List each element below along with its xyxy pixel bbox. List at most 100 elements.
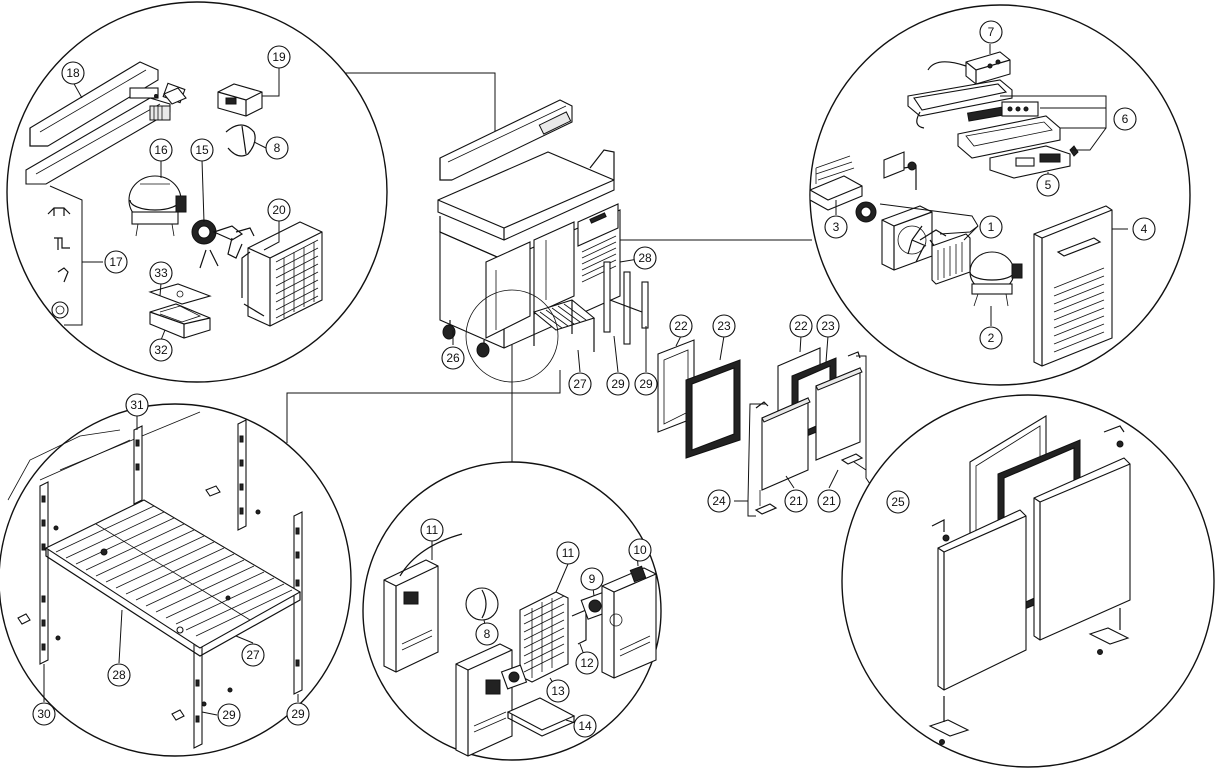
callout-label: 1: [988, 220, 995, 234]
callout-32: 32: [149, 338, 173, 362]
callout-23: 23: [712, 314, 736, 338]
callout-label: 6: [1122, 112, 1129, 126]
callout-28: 28: [633, 246, 657, 270]
detail-circle-shelf: [0, 403, 352, 757]
callout-26: 26: [441, 346, 465, 370]
callout-29: 29: [217, 703, 241, 727]
callout-label: 26: [446, 351, 460, 365]
compressor-part-right: [969, 251, 1023, 307]
callout-label: 13: [551, 684, 565, 698]
callout-19: 19: [267, 45, 291, 69]
callout-11: 11: [420, 518, 444, 542]
callout-label: 10: [633, 543, 647, 557]
controller-board-part: [927, 51, 1011, 85]
callout-9: 9: [580, 567, 604, 591]
callout-10: 10: [628, 538, 652, 562]
side-panel-part: [1033, 205, 1113, 367]
bracket-parts: [47, 207, 71, 319]
display-panel-part: [907, 79, 1079, 179]
callout-label: 25: [891, 495, 905, 509]
callout-label: 18: [66, 66, 80, 80]
callout-1: 1: [979, 215, 1003, 239]
callout-label: 15: [195, 143, 209, 157]
drip-tray-part: [148, 283, 212, 339]
callout-label: 29: [291, 707, 305, 721]
callout-22: 22: [669, 314, 693, 338]
callout-label: 9: [589, 572, 596, 586]
callout-label: 3: [833, 220, 840, 234]
callout-29: 29: [606, 372, 630, 396]
callout-label: 12: [580, 656, 594, 670]
caster-wheels: [442, 320, 490, 358]
callout-label: 22: [794, 319, 808, 333]
shelf-rails-small: [603, 261, 649, 345]
callout-label: 27: [573, 377, 587, 391]
front-panel-part: [455, 643, 576, 757]
callout-label: 29: [222, 708, 236, 722]
callout-12: 12: [575, 651, 599, 675]
evaporator-part: [855, 201, 971, 285]
callout-23: 23: [816, 314, 840, 338]
callout-label: 33: [154, 266, 168, 280]
callout-30: 30: [32, 702, 56, 726]
label-plate-part: [154, 87, 187, 105]
callout-label: 31: [130, 398, 144, 412]
callout-label: 20: [272, 203, 286, 217]
callout-label: 8: [274, 141, 281, 155]
callout-label: 21: [822, 494, 836, 508]
callout-label: 30: [37, 707, 51, 721]
callout-31: 31: [125, 393, 149, 417]
callout-20: 20: [267, 198, 291, 222]
callout-18: 18: [61, 61, 85, 85]
callout-14: 14: [573, 714, 597, 738]
callout-label: 29: [611, 377, 625, 391]
callout-27: 27: [568, 372, 592, 396]
housing-left-part: [383, 533, 463, 673]
detail-circle-fan-assembly: [362, 461, 662, 761]
callout-4: 4: [1132, 217, 1156, 241]
condenser-part: [241, 221, 323, 327]
callout-25: 25: [886, 490, 910, 514]
door-gasket-single: [657, 339, 741, 459]
callout-17: 17: [104, 250, 128, 274]
callout-33: 33: [149, 261, 173, 285]
callout-label: 23: [717, 319, 731, 333]
callout-label: 19: [272, 50, 286, 64]
callout-label: 22: [674, 319, 688, 333]
callout-2: 2: [979, 326, 1003, 350]
callout-3: 3: [824, 215, 848, 239]
callout-label: 7: [988, 25, 995, 39]
compressor-part: [128, 175, 187, 237]
callout-label: 4: [1141, 222, 1148, 236]
detail-circle-evaporator: [809, 4, 1191, 386]
callout-label: 2: [988, 331, 995, 345]
callout-21: 21: [784, 489, 808, 513]
callout-22: 22: [789, 314, 813, 338]
callout-16: 16: [149, 138, 173, 162]
shelf-clips: [17, 485, 261, 721]
callout-21: 21: [817, 489, 841, 513]
callout-28: 28: [107, 663, 131, 687]
callout-13: 13: [546, 679, 570, 703]
callout-label: 17: [109, 255, 123, 269]
callout-15: 15: [190, 138, 214, 162]
wire-shelf: [44, 499, 302, 657]
evaporator-tray-part: [809, 155, 863, 211]
callout-5: 5: [1036, 173, 1060, 197]
sensor-probe-part: [465, 587, 499, 621]
callout-29: 29: [286, 702, 310, 726]
callout-7: 7: [979, 20, 1003, 44]
callout-27: 27: [241, 643, 265, 667]
fan-unit-part: [580, 565, 657, 679]
callout-8: 8: [475, 622, 499, 646]
callout-label: 32: [154, 343, 168, 357]
callout-label: 14: [578, 719, 592, 733]
callout-label: 11: [562, 546, 575, 560]
callout-label: 28: [112, 668, 126, 682]
callout-label: 23: [821, 319, 835, 333]
callout-11: 11: [556, 541, 580, 565]
callout-label: 24: [712, 494, 726, 508]
